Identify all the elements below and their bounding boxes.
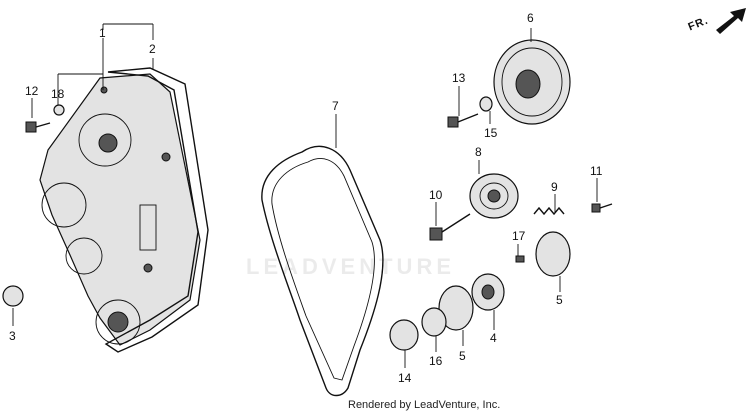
callout-8: 8	[475, 145, 482, 159]
tensioner-bolt-10	[429, 213, 471, 241]
timing-belt-cover	[39, 73, 201, 346]
camshaft-pulley	[493, 39, 571, 125]
footer-credit: Rendered by LeadVenture, Inc.	[348, 399, 501, 411]
flange-bolt-12	[25, 121, 51, 133]
watermark: LEADVENTURE	[246, 254, 456, 279]
callout-3: 3	[9, 329, 16, 343]
cover-gasket	[104, 67, 209, 353]
flange-bolt-13	[447, 113, 479, 128]
leader-lines	[12, 23, 598, 368]
callout-11: 11	[590, 164, 603, 178]
callout-10: 10	[429, 188, 443, 202]
timing-belt	[261, 145, 384, 397]
oil-seal-14	[389, 319, 419, 351]
callout-5-right: 5	[556, 293, 563, 307]
callout-1: 1	[99, 26, 106, 40]
tensioner-bolt-11	[591, 203, 613, 213]
woodruff-key-17	[515, 255, 525, 263]
callout-15: 15	[484, 126, 498, 140]
washer-16	[421, 307, 447, 337]
callout-18: 18	[51, 87, 65, 101]
washer-15	[479, 96, 493, 112]
callout-9: 9	[551, 180, 558, 194]
timing-belt-guide-right	[535, 231, 571, 277]
callout-14: 14	[398, 371, 412, 385]
crankshaft-pulley	[471, 273, 505, 311]
callout-4: 4	[490, 331, 497, 345]
callout-16: 16	[429, 354, 443, 368]
callout-13: 13	[452, 71, 466, 85]
timing-belt-guide-left	[438, 285, 474, 331]
oil-seal-3	[2, 285, 24, 307]
callout-2: 2	[149, 42, 156, 56]
tensioner-spring-9	[533, 206, 565, 216]
front-direction-arrow	[716, 8, 746, 34]
collar-18	[53, 104, 65, 116]
tensioner-pulley	[469, 173, 519, 219]
callout-17: 17	[512, 229, 526, 243]
callout-6: 6	[527, 11, 534, 25]
callout-5-left: 5	[459, 349, 466, 363]
callout-12: 12	[25, 84, 39, 98]
callout-7: 7	[332, 99, 339, 113]
